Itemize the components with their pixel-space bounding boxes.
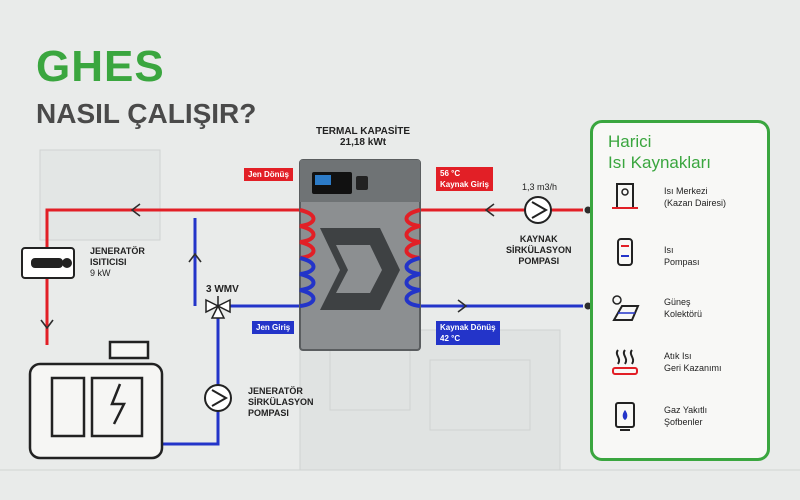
external-sources-panel: [590, 120, 770, 461]
kaynak-pump: [524, 196, 552, 224]
heater-line1: JENERATÖR: [90, 246, 145, 256]
waste-heat-icon: [612, 349, 638, 375]
kaynak-pump-line3: POMPASI: [518, 256, 560, 266]
source-4-line2: Geri Kazanımı: [664, 363, 722, 373]
kaynak-donus-label: Kaynak Dönüş: [440, 323, 496, 332]
source-3-line1: Güneş: [664, 297, 691, 307]
left-coil: [299, 208, 316, 308]
heat-pump-icon: [617, 238, 633, 266]
source-5: Gaz Yakıtlı Şofbenler: [664, 404, 707, 428]
kaynak-donus-temp: 42 °C: [440, 334, 461, 343]
heater-label: JENERATÖR ISITICISI 9 kW: [90, 246, 145, 279]
source-1-line2: (Kazan Dairesi): [664, 198, 727, 208]
arrow-right: [457, 299, 468, 313]
kaynak-pump-line1: KAYNAK: [519, 234, 558, 244]
source-1-line1: Isı Merkezi: [664, 186, 708, 196]
source-3: Güneş Kolektörü: [664, 296, 702, 320]
source-2-line2: Pompası: [664, 257, 700, 267]
arrow-left: [130, 203, 141, 217]
three-way-valve: [205, 296, 231, 319]
capacity-value: 21,18 kWt: [339, 137, 387, 148]
thermal-tank: [299, 159, 421, 351]
page-subtitle: NASIL ÇALIŞIR?: [36, 98, 257, 129]
heater-line2: ISITICISI: [90, 257, 127, 267]
background-machinery: [0, 149, 800, 471]
source-2: Isı Pompası: [664, 244, 700, 268]
panel-title-line1: Harici: [608, 132, 652, 151]
arrow-up: [188, 252, 202, 263]
source-1: Isı Merkezi (Kazan Dairesi): [664, 185, 726, 209]
boiler-room-icon: [612, 183, 638, 209]
flow-rate: 1,3 m3/h: [522, 182, 558, 192]
generator-pump: [204, 384, 232, 412]
jen-donus-tag: Jen Dönüş: [244, 168, 293, 181]
generator-pump-label: JENERATÖR SİRKÜLASYON POMPASI: [248, 386, 314, 419]
kaynak-giris-tag: 56 °C Kaynak Giriş: [436, 167, 493, 191]
arrow-down: [40, 319, 54, 330]
kaynak-donus-tag: Kaynak Dönüş 42 °C: [436, 321, 500, 345]
arrow-left: [484, 203, 495, 217]
panel-title-line2: Isı Kaynakları: [608, 153, 711, 172]
gen-pump-line3: POMPASI: [248, 408, 289, 418]
solar-collector-icon: [612, 295, 640, 321]
source-3-line2: Kolektörü: [664, 309, 703, 319]
cold-pipe: [163, 218, 583, 446]
source-4: Atık Isı Geri Kazanımı: [664, 350, 722, 374]
capacity-title: TERMAL KAPASİTE: [316, 126, 411, 137]
gen-pump-line1: JENERATÖR: [248, 386, 303, 396]
source-5-line2: Şofbenler: [664, 417, 703, 427]
generator-heater: [21, 247, 75, 279]
gas-heater-icon: [615, 402, 635, 431]
valve-label: 3 WMV: [206, 284, 239, 295]
flow-arrows: [40, 203, 495, 330]
source-5-line1: Gaz Yakıtlı: [664, 405, 708, 415]
right-coil: [404, 208, 421, 308]
source-2-line1: Isı: [664, 245, 674, 255]
heater-line3: 9 kW: [90, 268, 111, 278]
gen-pump-line2: SİRKÜLASYON: [248, 397, 314, 407]
page-title: GHES: [36, 42, 165, 91]
source-4-line1: Atık Isı: [664, 351, 692, 361]
jen-giris-tag: Jen Giriş: [252, 321, 295, 334]
kaynak-giris-label: Kaynak Giriş: [440, 180, 489, 189]
kaynak-pump-label: KAYNAK SİRKÜLASYON POMPASI: [506, 234, 572, 267]
kaynak-giris-temp: 56 °C: [440, 169, 461, 178]
generator: [28, 340, 164, 460]
kaynak-pump-line2: SİRKÜLASYON: [506, 245, 572, 255]
tank-capacity-label: TERMAL KAPASİTE 21,18 kWt: [316, 126, 410, 148]
panel-title: Harici Isı Kaynakları: [608, 131, 711, 173]
